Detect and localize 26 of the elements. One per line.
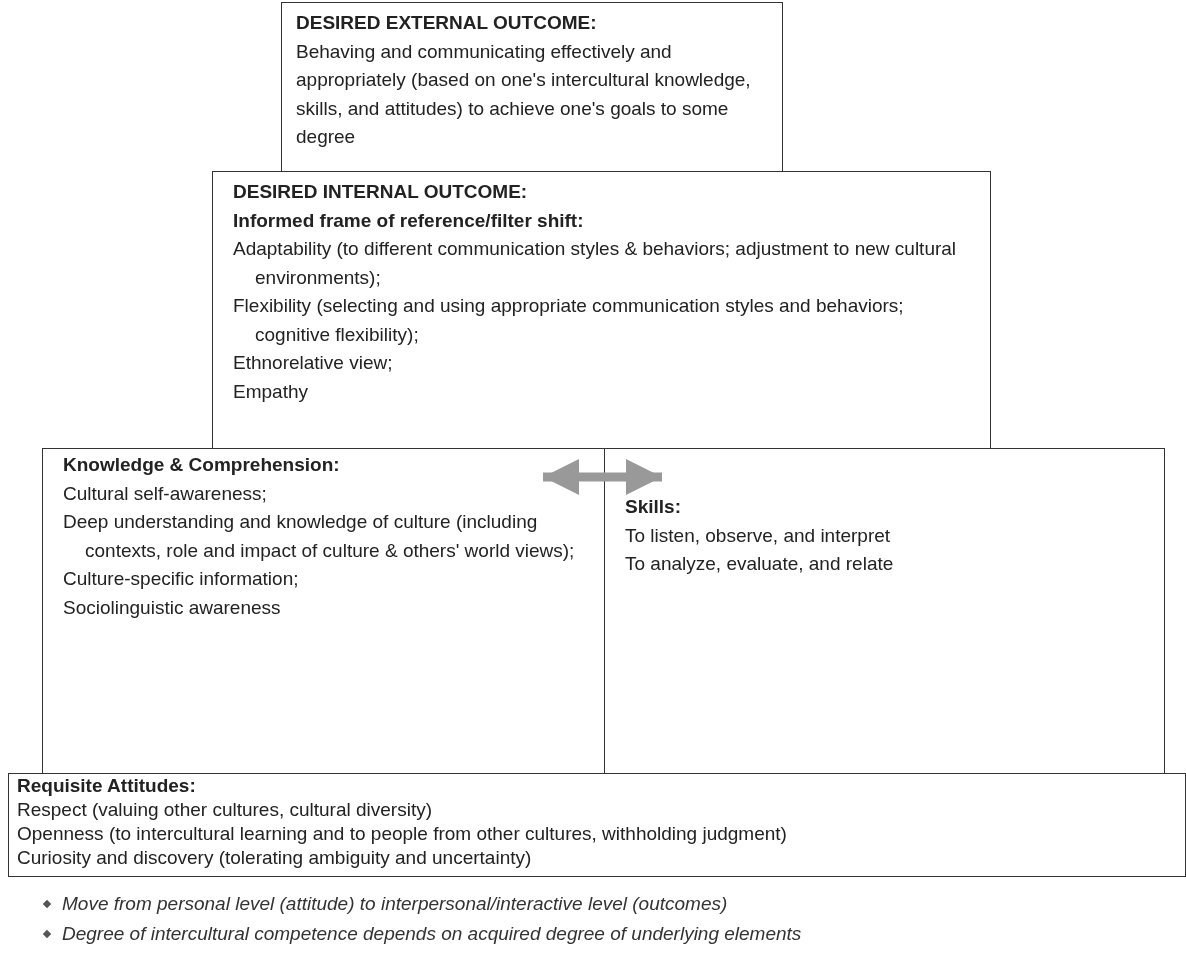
heading: DESIRED EXTERNAL OUTCOME: (296, 11, 598, 35)
list-item: To analyze, evaluate, and relate (625, 552, 895, 576)
list-item: Deep understanding and knowledge of culture (including contexts, role and impact of culture & others' world views); (63, 510, 576, 563)
bullet-note: Move from personal level (attitude) to interpersonal/interactive level (outcomes) (62, 892, 728, 916)
heading: Requisite Attitudes: (17, 774, 197, 798)
subheading: Informed frame of reference/filter shift: (233, 208, 585, 233)
list-item: Flexibility (selecting and using appropriate communication styles and behaviors; cognitive flexibility); (233, 294, 905, 347)
list-item: Adaptability (to different communication styles & behaviors; adjustment to new cultural environments); (233, 237, 958, 290)
list-item: To listen, observe, and interpret (625, 523, 892, 548)
outcome-box (212, 171, 991, 449)
list-item: Empathy (233, 379, 309, 404)
bullet-note: Degree of intercultural competence depends on acquired degree of underlying elements (62, 922, 802, 946)
list-item: Sociolinguistic awareness (63, 595, 282, 620)
list-item: Cultural self-awareness; (63, 481, 268, 506)
attitudes-box (8, 773, 1186, 877)
list-item: Ethnorelative view; (233, 351, 394, 375)
list-item: Curiosity and discovery (tolerating ambiguity and uncertainty) (17, 846, 533, 870)
heading: Knowledge & Comprehension: (63, 453, 341, 477)
list-item: Openness (to intercultural learning and to people from other cultures, withholding judgment) (17, 822, 788, 846)
description: Behaving and communicating effectively and appropriately (based on one's intercultural knowledge, skills, and attitudes) to achieve one's goals to some degree (296, 39, 752, 149)
outcome-box (281, 2, 783, 172)
heading: DESIRED INTERNAL OUTCOME: (233, 180, 529, 204)
double-arrow (543, 459, 662, 495)
list-item: Culture-specific information; (63, 567, 300, 591)
heading: Skills: (625, 495, 682, 519)
list-item: Respect (valuing other cultures, cultural diversity) (17, 798, 433, 822)
